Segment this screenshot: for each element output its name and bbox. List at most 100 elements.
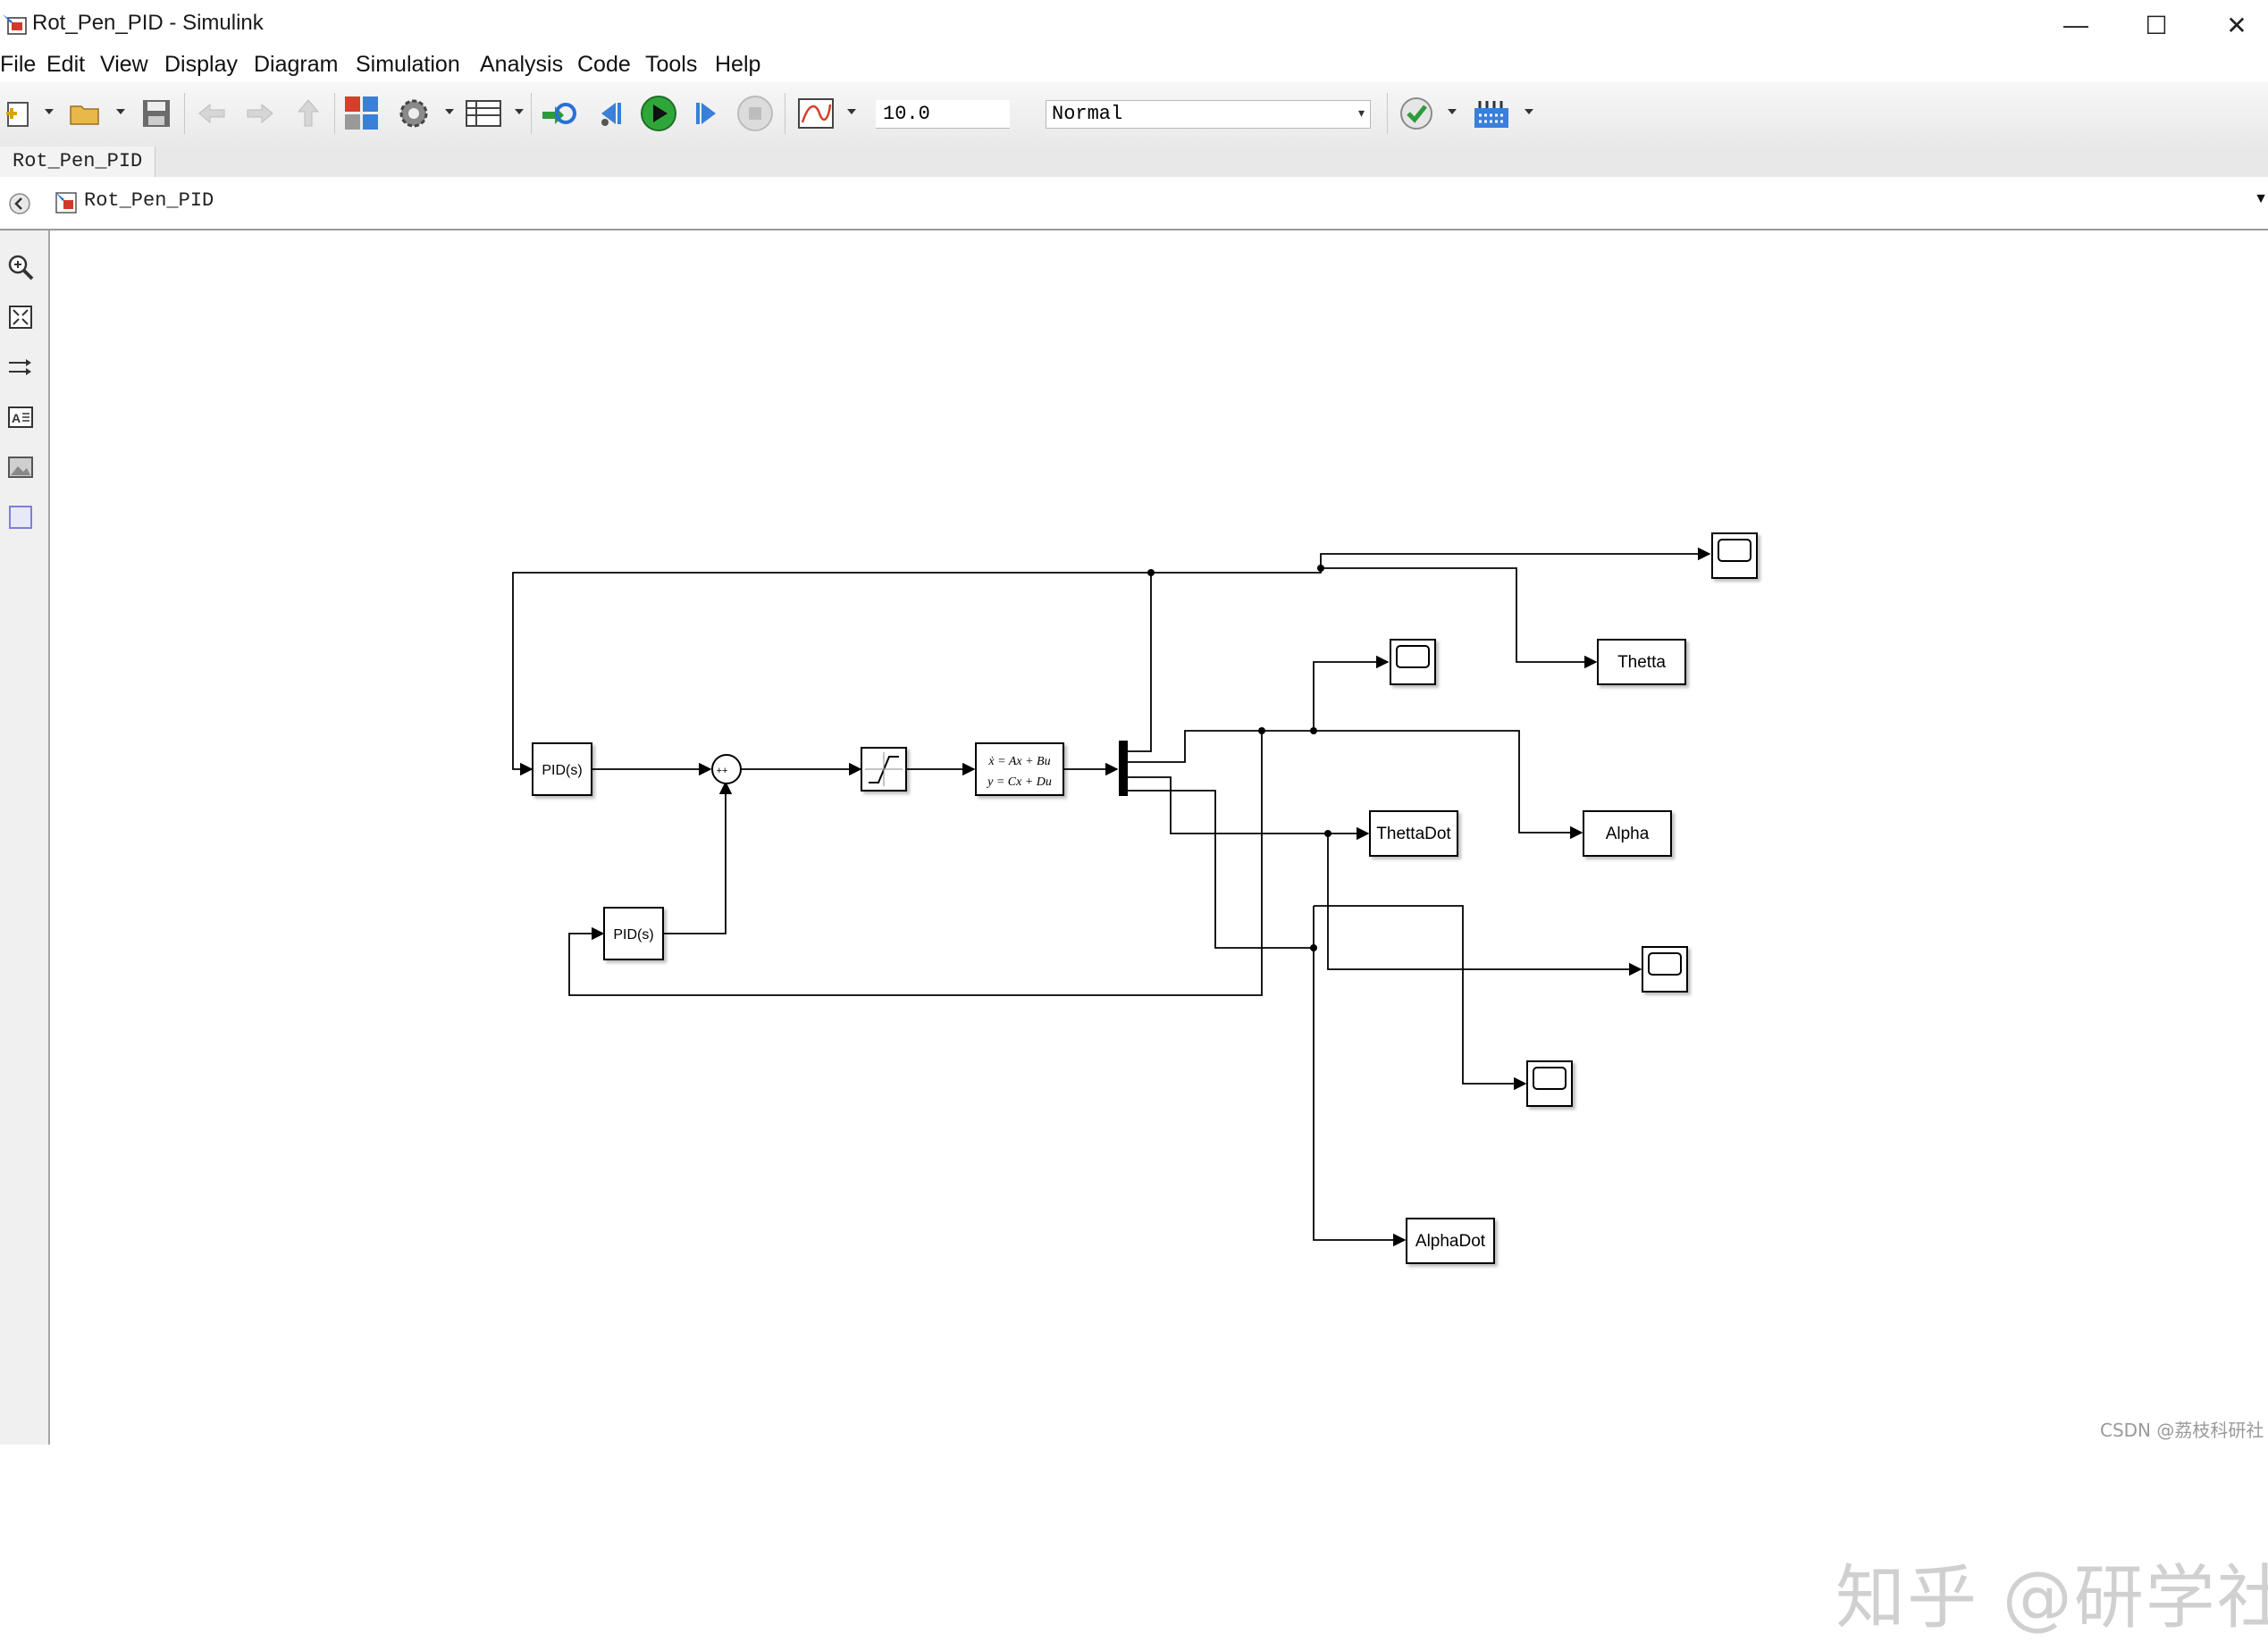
state-space-eq2: y = Cx + Du	[986, 775, 1052, 789]
wire-to-thetta[interactable]	[1321, 567, 1598, 669]
maximize-button[interactable]: ☐	[2116, 0, 2197, 50]
state-space-block[interactable]: ẋ = Ax + Bu y = Cx + Du	[975, 742, 1064, 796]
build-dropdown-icon[interactable]	[1523, 105, 1535, 118]
toolbar-separator	[184, 93, 185, 134]
image-icon[interactable]	[5, 452, 36, 482]
chevron-down-icon: ▾	[1357, 107, 1365, 121]
menu-file[interactable]: File	[0, 52, 37, 77]
simulation-mode-select[interactable]: Normal ▾	[1046, 100, 1371, 129]
wire-demux-out4[interactable]	[1128, 790, 1314, 949]
open-folder-icon[interactable]	[64, 93, 105, 134]
update-diagram-icon[interactable]	[538, 93, 579, 134]
scope-block-3[interactable]	[1642, 946, 1688, 993]
save-icon[interactable]	[136, 93, 177, 134]
toolbar: Normal ▾	[0, 82, 2268, 147]
saturation-block[interactable]	[861, 747, 907, 792]
run-icon[interactable]	[638, 93, 679, 134]
wire-demux-out1[interactable]	[512, 572, 1152, 776]
scope-block-1[interactable]	[1711, 532, 1758, 579]
simulation-data-inspector-icon[interactable]	[795, 93, 836, 134]
toolbar-separator	[334, 93, 335, 134]
csdn-watermark: CSDN @荔枝科研社	[2100, 1420, 2264, 1441]
explorer-dropdown-icon[interactable]	[513, 105, 525, 118]
to-workspace-alpha-block[interactable]: Alpha	[1583, 810, 1672, 857]
to-workspace-thetta-block[interactable]: Thetta	[1597, 639, 1686, 685]
menu-view[interactable]: View	[100, 52, 148, 77]
new-model-icon[interactable]	[0, 93, 41, 134]
config-dropdown-icon[interactable]	[443, 105, 456, 118]
up-arrow-icon[interactable]	[288, 93, 329, 134]
chevron-down-icon[interactable]: ▼	[2254, 191, 2268, 206]
advisor-dropdown-icon[interactable]	[1446, 105, 1458, 118]
route-lines-icon[interactable]	[5, 352, 36, 382]
menu-analysis[interactable]: Analysis	[480, 52, 564, 77]
wire-to-scope-3[interactable]	[1327, 834, 1642, 976]
step-forward-icon[interactable]	[686, 93, 727, 134]
alpha-label: Alpha	[1606, 825, 1650, 843]
stop-icon[interactable]	[735, 93, 776, 134]
wire-to-top-scope[interactable]	[1151, 547, 1711, 574]
demux-block[interactable]	[1119, 741, 1128, 796]
back-arrow-icon[interactable]	[191, 93, 232, 134]
model-explorer-icon[interactable]	[463, 93, 504, 134]
fit-to-view-icon[interactable]	[5, 302, 36, 332]
to-workspace-alphadot-block[interactable]: AlphaDot	[1406, 1218, 1495, 1264]
stop-time-input[interactable]	[876, 100, 1010, 129]
model-config-gear-icon[interactable]	[393, 93, 434, 134]
branch-point	[1317, 565, 1324, 572]
simulink-diagram: PID(s) PID(s) ++ ẋ = Ax + Bu y = Cx + Du	[512, 532, 1758, 1264]
scope-block-2[interactable]	[1390, 639, 1436, 685]
branch-point	[1147, 569, 1155, 576]
hide-model-browser-icon[interactable]	[7, 191, 32, 216]
menu-display[interactable]: Display	[164, 52, 238, 77]
annotation-icon[interactable]: A	[5, 402, 36, 432]
library-browser-icon[interactable]	[341, 93, 382, 134]
new-model-dropdown-icon[interactable]	[43, 105, 55, 118]
minimize-button[interactable]: —	[2036, 0, 2116, 50]
wire-demux-out3[interactable]	[1128, 776, 1370, 841]
menu-diagram[interactable]: Diagram	[254, 52, 339, 77]
window-title: Rot_Pen_PID - Simulink	[32, 11, 264, 35]
maximize-icon: ☐	[2145, 11, 2168, 39]
model-advisor-check-icon[interactable]	[1396, 93, 1437, 134]
wire-to-scope-4[interactable]	[1314, 905, 1527, 1091]
thetta-label: Thetta	[1617, 653, 1666, 672]
diagram-canvas[interactable]: PID(s) PID(s) ++ ẋ = Ax + Bu y = Cx + Du	[50, 230, 2268, 1638]
inspector-dropdown-icon[interactable]	[845, 105, 858, 118]
pid-controller-2-label: PID(s)	[613, 927, 653, 942]
wire-to-scope-2[interactable]	[1313, 655, 1390, 731]
wire-pid2-to-sum[interactable]	[663, 781, 733, 934]
title-bar: Rot_Pen_PID - Simulink — ☐ ✕	[0, 0, 2268, 50]
menu-tools[interactable]: Tools	[645, 52, 698, 77]
close-button[interactable]: ✕	[2197, 0, 2268, 50]
state-space-eq1: ẋ = Ax + Bu	[987, 755, 1050, 768]
wire-to-pid2-loop[interactable]	[568, 731, 1263, 996]
menu-simulation[interactable]: Simulation	[356, 52, 460, 77]
wire-to-alphadot[interactable]	[1313, 906, 1407, 1247]
toolbar-separator	[1387, 93, 1388, 134]
build-model-icon[interactable]	[1471, 93, 1512, 134]
simulink-model-icon	[55, 192, 77, 214]
open-dropdown-icon[interactable]	[114, 105, 127, 118]
forward-arrow-icon[interactable]	[239, 93, 281, 134]
branch-point	[1324, 830, 1331, 837]
menu-code[interactable]: Code	[577, 52, 631, 77]
menu-edit[interactable]: Edit	[46, 52, 86, 77]
menu-help[interactable]: Help	[715, 52, 761, 77]
area-icon[interactable]	[5, 502, 36, 532]
sum-block[interactable]: ++	[711, 754, 742, 784]
simulink-app-icon	[3, 14, 27, 35]
branch-point	[1258, 727, 1265, 734]
pid-controller-2-block[interactable]: PID(s)	[603, 907, 664, 960]
pid-controller-1-block[interactable]: PID(s)	[532, 742, 592, 796]
step-back-icon[interactable]	[590, 93, 631, 134]
model-browser-address-bar: Rot_Pen_PID ▼	[0, 177, 2268, 230]
zoom-icon[interactable]	[5, 252, 36, 282]
breadcrumb-model-link[interactable]: Rot_Pen_PID	[84, 189, 214, 212]
zhihu-watermark: 知乎 @研学社	[1835, 1558, 2268, 1638]
model-tab-strip: Rot_Pen_PID	[0, 147, 2268, 178]
tab-rot-pen-pid[interactable]: Rot_Pen_PID	[0, 147, 156, 177]
scope-block-4[interactable]	[1526, 1060, 1573, 1107]
wire-demux-out2[interactable]	[1128, 730, 1583, 840]
to-workspace-thettadot-block[interactable]: ThettaDot	[1369, 810, 1458, 857]
